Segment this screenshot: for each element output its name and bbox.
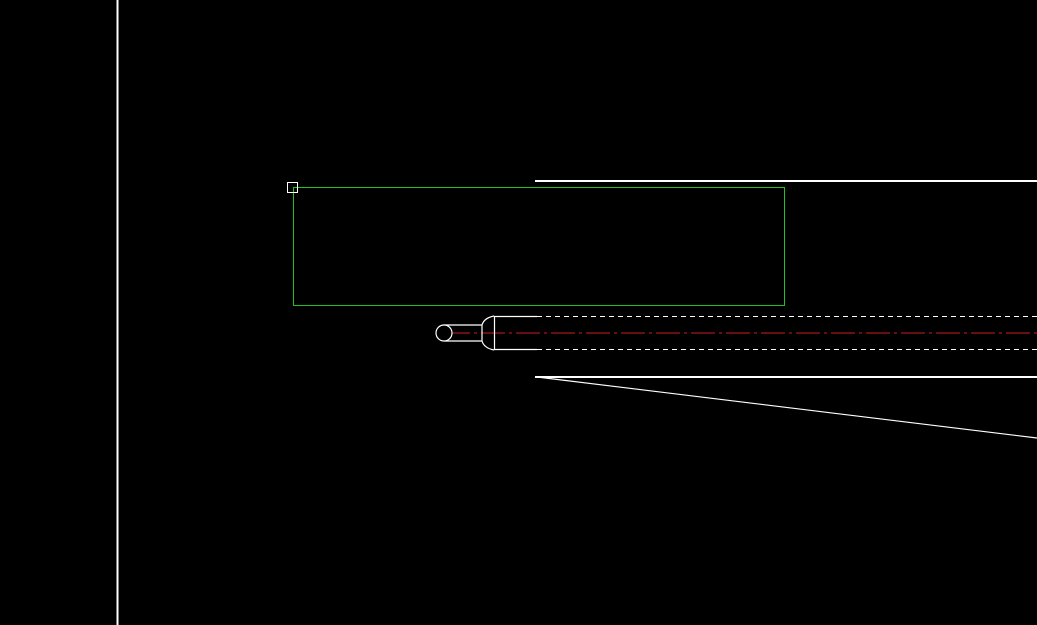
tip-circle[interactable] <box>435 324 453 342</box>
grip-marker[interactable] <box>287 182 298 193</box>
taper-edge-line[interactable] <box>536 376 1037 439</box>
fillet-lower-arc[interactable] <box>481 340 495 351</box>
fillet-upper-arc[interactable] <box>481 315 495 326</box>
selection-window[interactable] <box>293 187 785 306</box>
